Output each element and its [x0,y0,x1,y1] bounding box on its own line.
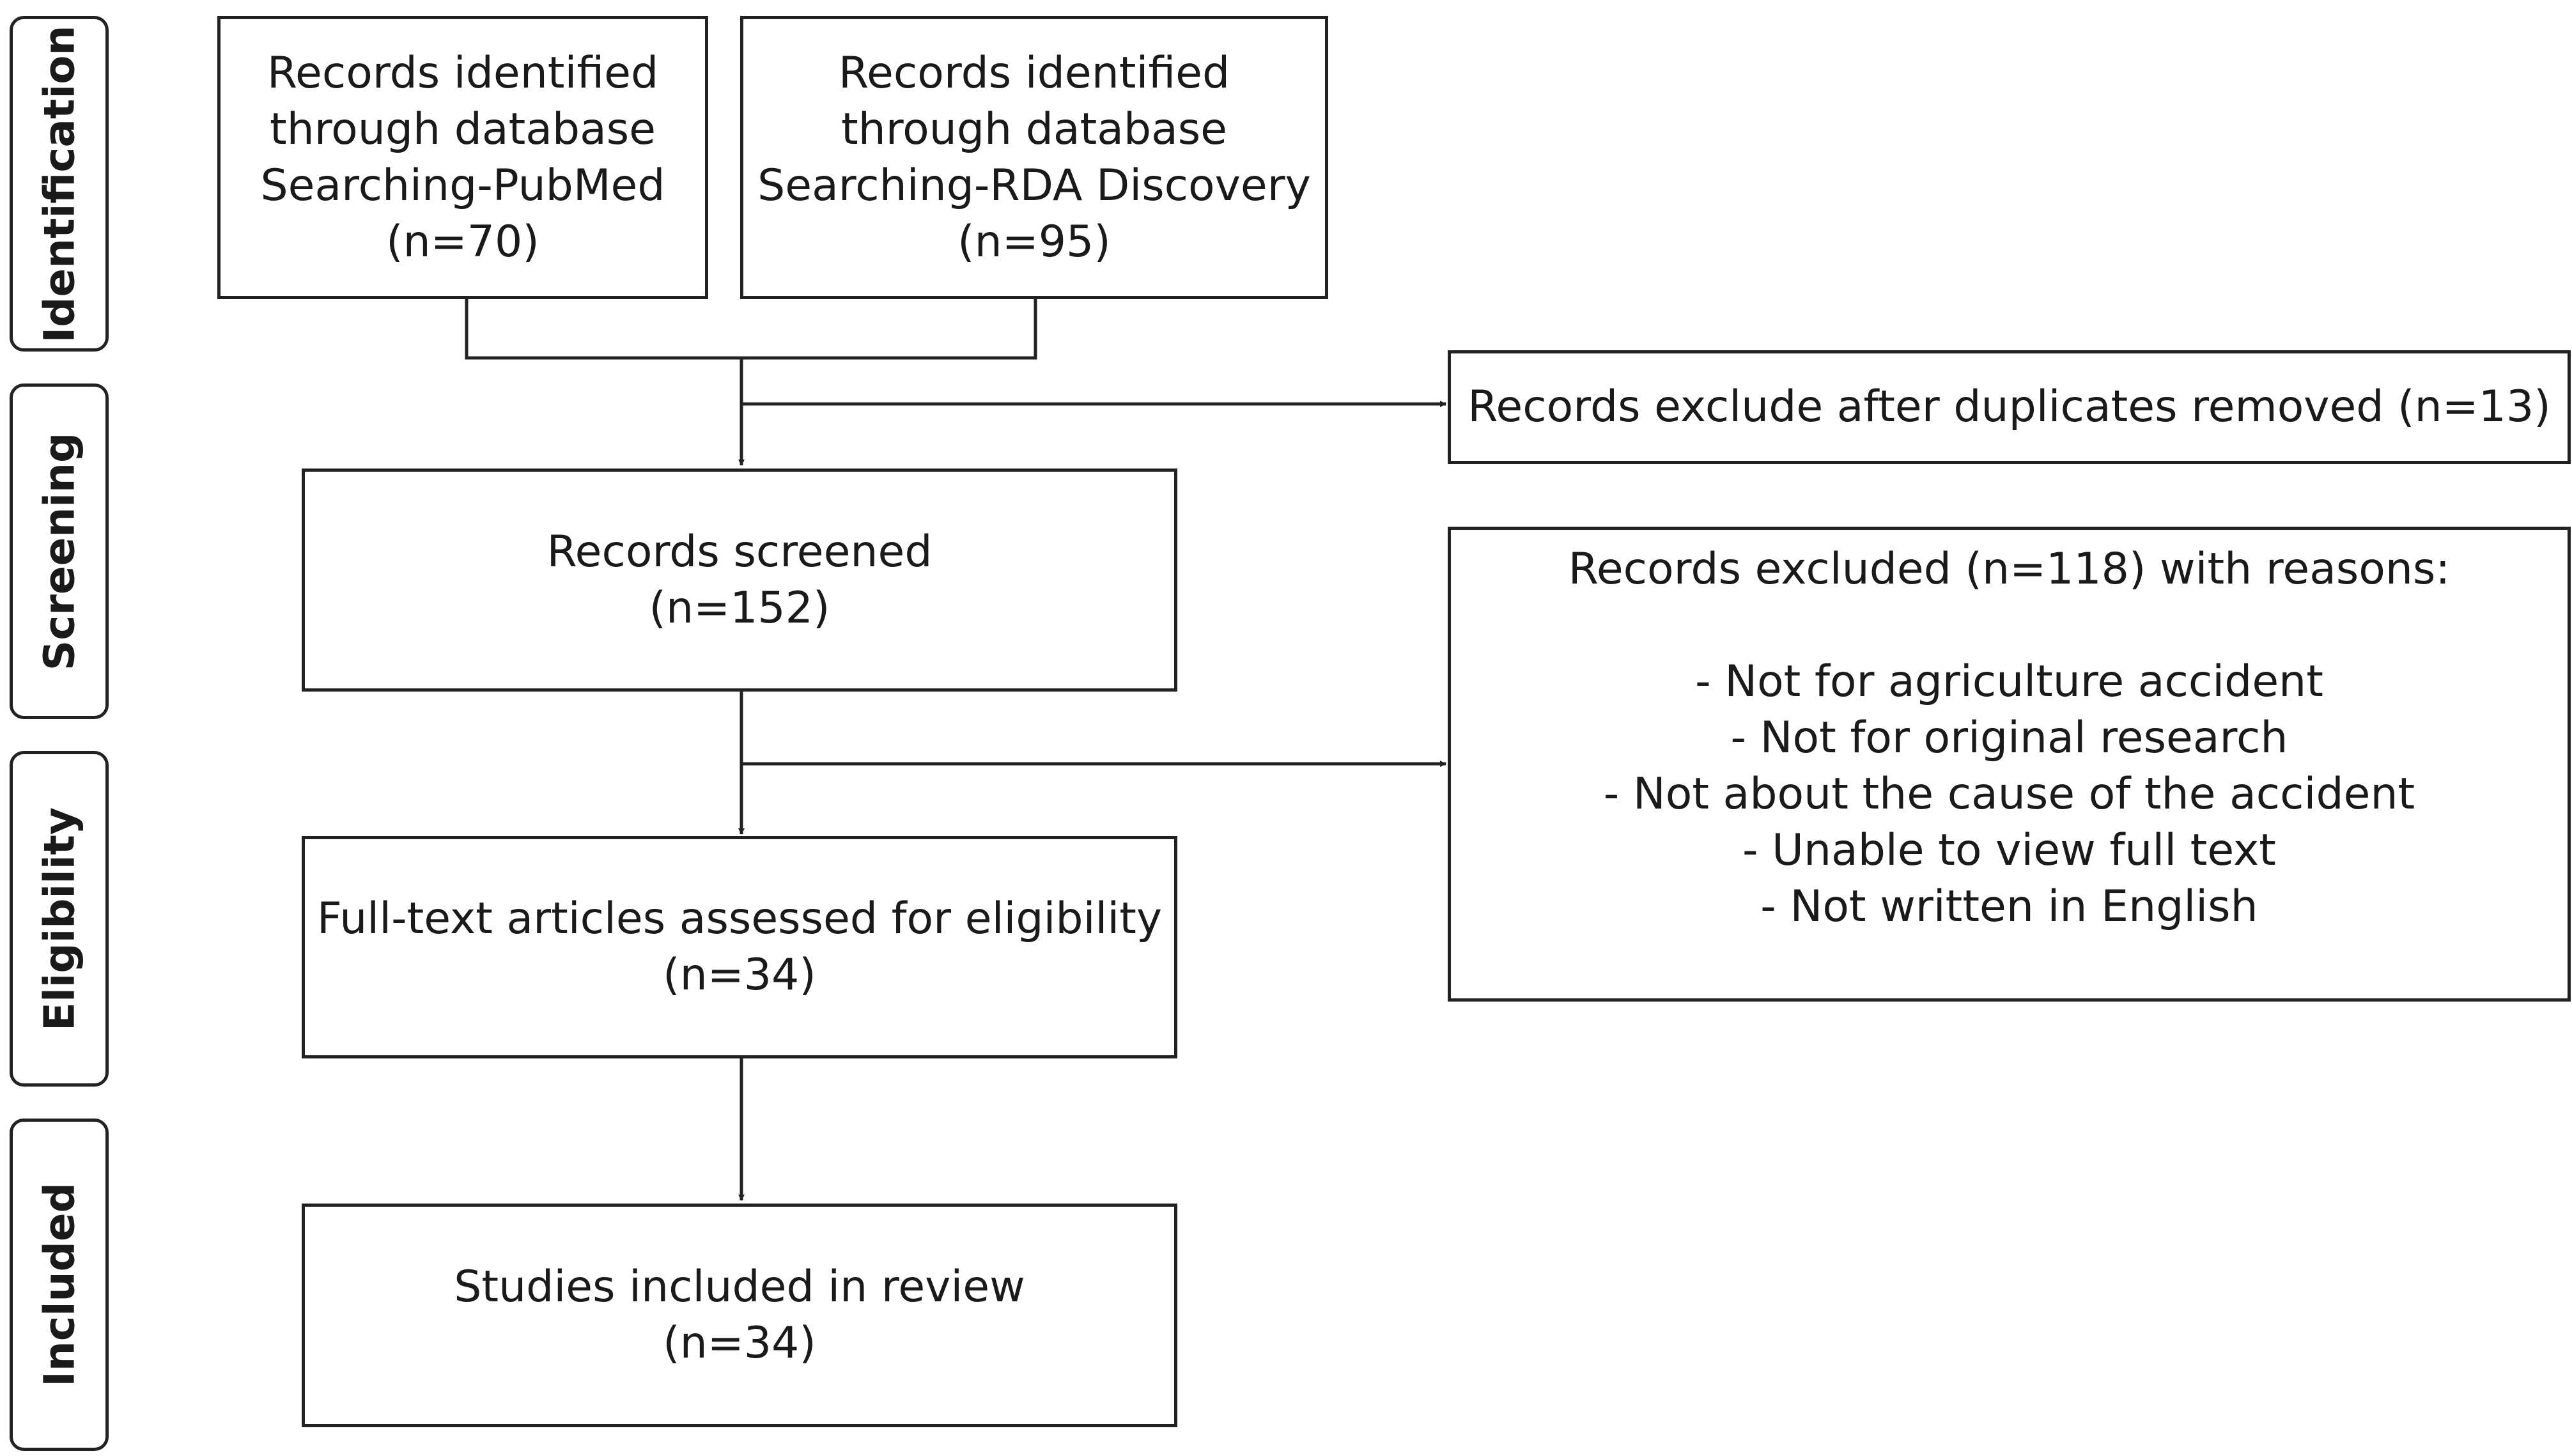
pubmed-line-2: through database [269,104,656,155]
fulltext-label: Full-text articles assessed for eligibil… [316,894,1163,944]
rda-line-2: through database [841,104,1228,155]
excluded-reason-item: - Not about the cause of the accident [1603,769,2415,819]
phase-included-label: Included [35,1182,84,1387]
box-rda-records: Records identified through database Sear… [740,16,1328,299]
fulltext-count: (n=34) [663,950,816,1000]
pubmed-line-3: Searching-PubMed [260,160,665,211]
rda-line-1: Records identified [838,47,1230,98]
merge-connector [465,299,1037,360]
phase-eligibility: Eligibility [10,751,109,1087]
box-duplicates-excluded: Records exclude after duplicates removed… [1448,350,2571,464]
phase-identification: Identification [10,16,109,352]
box-records-screened: Records screened (n=152) [302,469,1177,692]
box-fulltext-assessed: Full-text articles assessed for eligibil… [302,836,1177,1058]
excluded-reason-item: - Not for original research [1730,713,2288,763]
excluded-title: Records excluded (n=118) with reasons: [1568,544,2451,594]
phase-identification-label: Identification [35,25,84,343]
pubmed-count: (n=70) [386,216,539,267]
pubmed-line-1: Records identified [267,47,659,98]
phase-included: Included [10,1119,109,1451]
included-count: (n=34) [663,1318,816,1368]
screened-count: (n=152) [649,582,830,633]
phase-eligibility-label: Eligibility [35,807,84,1031]
box-studies-included: Studies included in review (n=34) [302,1204,1177,1427]
screened-label: Records screened [546,526,933,577]
phase-screening-label: Screening [35,432,84,670]
box-pubmed-records: Records identified through database Sear… [217,16,708,299]
excluded-reason-item: - Unable to view full text [1742,825,2276,876]
phase-screening: Screening [10,383,109,719]
duplicates-text: Records exclude after duplicates removed… [1468,382,2551,432]
rda-line-3: Searching-RDA Discovery [757,160,1311,211]
included-label: Studies included in review [454,1262,1025,1312]
excluded-reason-item: - Not written in English [1760,881,2258,932]
rda-count: (n=95) [957,216,1111,267]
excluded-reason-item: - Not for agriculture accident [1695,656,2323,707]
box-records-excluded: Records excluded (n=118) with reasons: -… [1448,527,2571,1002]
